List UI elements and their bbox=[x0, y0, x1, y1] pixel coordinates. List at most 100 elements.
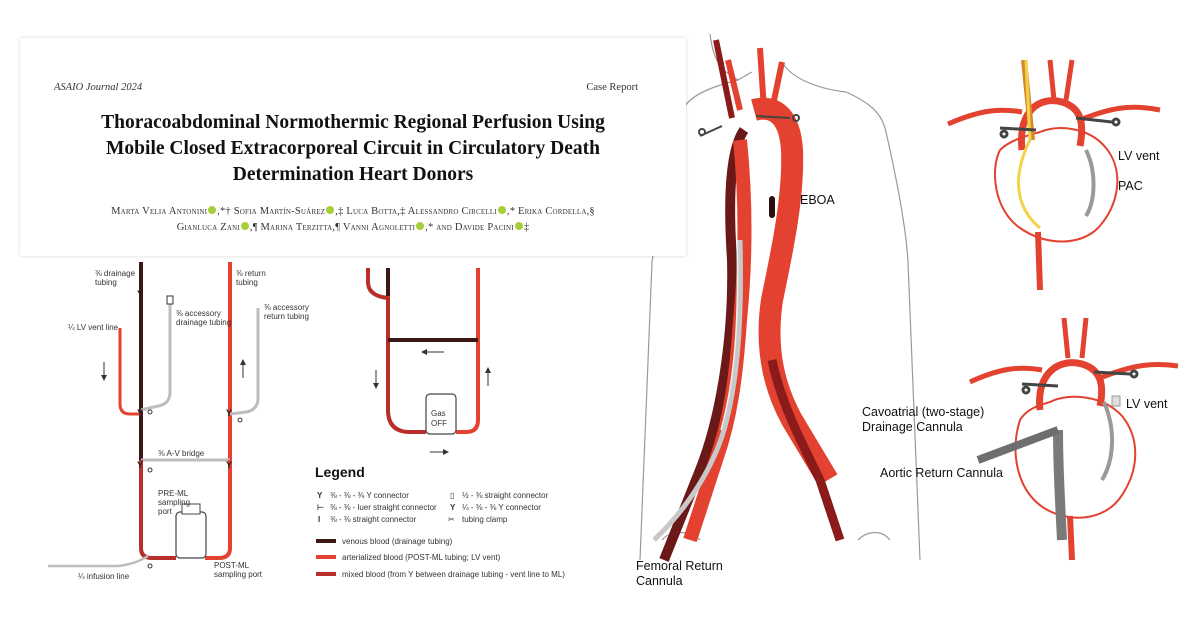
legend-symbol: I bbox=[318, 515, 320, 524]
lv-vent-cannula bbox=[1100, 401, 1114, 482]
drainage-side bbox=[366, 268, 426, 434]
paper-header: ASAIO Journal 2024 Case Report Thoracoab… bbox=[20, 38, 686, 256]
great-vessels bbox=[968, 317, 1179, 385]
author-text: ,¶ Marina Terzitta,¶ Vanni Agnoletti bbox=[249, 222, 416, 233]
oxygenator bbox=[175, 511, 207, 559]
body-outline bbox=[639, 33, 921, 561]
aortic-return-label: Aortic Return Cannula bbox=[880, 466, 1003, 480]
cavoatrial-cannula bbox=[1053, 429, 1067, 541]
lv-vent-tip bbox=[1111, 395, 1121, 407]
tubing-clamp bbox=[147, 563, 153, 569]
orcid-icon[interactable] bbox=[416, 222, 425, 230]
orcid-icon[interactable] bbox=[514, 222, 523, 230]
orcid-icon[interactable] bbox=[326, 206, 335, 214]
aorta-left-trunk bbox=[659, 127, 749, 562]
accessory-return-tubing bbox=[229, 308, 260, 416]
label-lv-vent: ¼ LV vent line bbox=[68, 323, 119, 332]
legend-symbol: Y bbox=[317, 491, 323, 500]
label-av-bridge: ⅜ A-V bridge bbox=[158, 449, 205, 458]
legend-item: ⅜ - ⅜ - ⅜ Y connector bbox=[330, 491, 409, 500]
clamps bbox=[147, 409, 243, 569]
infusion-line bbox=[48, 554, 149, 568]
oxygenator-top bbox=[181, 503, 201, 515]
label-accessory-drainage: ⅜ accessory bbox=[176, 309, 221, 318]
tubing-clamp bbox=[147, 467, 153, 473]
author-text: Marta Velia Antonini bbox=[111, 206, 208, 217]
author-text: ,* and Davide Pacini bbox=[425, 222, 514, 233]
label-pre-ml: sampling bbox=[158, 498, 190, 507]
closed-circuit-diagram: Gas OFF bbox=[366, 268, 491, 455]
label-drainage: tubing bbox=[95, 278, 117, 287]
legend-symbol: ✂ bbox=[448, 515, 455, 524]
eboa-label: EBOA bbox=[800, 193, 835, 207]
cavoatrial-label: Drainage Cannula bbox=[862, 420, 963, 434]
pac-label: PAC bbox=[1118, 179, 1143, 193]
legend-symbol: ▯ bbox=[450, 491, 454, 500]
label-return: ⅜ return bbox=[236, 269, 266, 278]
paper-title-line: Determination Heart Donors bbox=[232, 164, 474, 185]
femoral-return-label: Femoral Return bbox=[636, 559, 723, 573]
author-line: Gianluca Zani ,¶ Marina Terzitta,¶ Vanni … bbox=[50, 220, 656, 236]
heart-bottom-illustration: LV vent Cavoatrial (two-stage) Drainage … bbox=[862, 317, 1179, 561]
paper-type: Case Report bbox=[586, 82, 638, 93]
y-connector: Y bbox=[137, 460, 143, 470]
orcid-icon[interactable] bbox=[497, 206, 506, 214]
legend-item: tubing clamp bbox=[462, 515, 508, 524]
post-ml-tubing bbox=[205, 460, 232, 560]
legend-line-label: venous blood (drainage tubing) bbox=[342, 537, 453, 546]
legend-item: ⅜ - ⅜ straight connector bbox=[330, 515, 417, 524]
aortic-return-cannula bbox=[976, 426, 1060, 464]
gas-label: OFF bbox=[431, 419, 447, 428]
author-text: ,‡ Luca Botta,‡ Alessandro Circelli bbox=[335, 206, 497, 217]
legend-symbol: Y bbox=[450, 503, 456, 512]
legend-line-label: mixed blood (from Y between drainage tub… bbox=[342, 570, 565, 579]
aortic-arch bbox=[1018, 97, 1086, 151]
legend-item: ⅜ - ⅜ - luer straight connector bbox=[330, 503, 437, 512]
author-text: ‡ bbox=[523, 222, 530, 233]
pac-catheter bbox=[1017, 59, 1041, 230]
eboa-balloon bbox=[769, 196, 775, 218]
lv-vent-line bbox=[118, 328, 141, 416]
femoral-return-label: Cannula bbox=[636, 574, 683, 588]
label-post-ml: sampling port bbox=[214, 570, 263, 579]
legend: Legend Y ⅜ - ⅜ - ⅜ Y connector ⊢ ⅜ - ⅜ -… bbox=[315, 464, 565, 579]
orcid-icon[interactable] bbox=[240, 222, 249, 230]
clamp-icon bbox=[1021, 369, 1139, 395]
clamp-icon bbox=[698, 114, 800, 137]
author-text: ,*† Sofia Martín-Suárez bbox=[217, 206, 326, 217]
legend-symbol: ⊢ bbox=[317, 502, 324, 512]
label-pre-ml: PRE-ML bbox=[158, 489, 189, 498]
lv-vent-label: LV vent bbox=[1118, 149, 1160, 163]
neck-vessel-dark bbox=[713, 39, 735, 119]
lv-vent-label: LV vent bbox=[1126, 397, 1168, 411]
clamp-icon bbox=[999, 116, 1121, 139]
author-line: Marta Velia Antonini ,*† Sofia Martín-Suá… bbox=[50, 204, 656, 220]
heart-top-illustration: LV vent PAC bbox=[946, 59, 1161, 291]
lv-vent-cannula bbox=[1084, 149, 1096, 218]
label-post-ml: POST-ML bbox=[214, 561, 250, 570]
connectors: Y Y Y Y Y bbox=[137, 289, 232, 470]
circuit-diagram: Y Y Y Y Y ⅜ drainage tubing ⅜ return tub… bbox=[48, 262, 309, 581]
label-pre-ml: port bbox=[158, 507, 173, 516]
cavoatrial-label: Cavoatrial (two-stage) bbox=[862, 405, 984, 419]
great-vessels bbox=[946, 59, 1161, 127]
accessory-drainage-tubing bbox=[140, 302, 172, 412]
y-connector: Y bbox=[226, 460, 232, 470]
author-list: Marta Velia Antonini ,*† Sofia Martín-Suá… bbox=[50, 204, 656, 236]
femoral-cannula bbox=[652, 239, 743, 542]
y-connector: Y bbox=[137, 289, 143, 299]
heart-outline bbox=[1014, 395, 1137, 519]
author-text: Gianluca Zani bbox=[176, 222, 240, 233]
author-text: ,* Erika Cordella,§ bbox=[506, 206, 595, 217]
label-accessory-return: return tubing bbox=[264, 312, 309, 321]
return-side bbox=[456, 268, 480, 434]
y-connector: Y bbox=[226, 408, 232, 418]
neck-vessels bbox=[725, 47, 785, 111]
tubing-clamp bbox=[237, 417, 243, 423]
orcid-icon[interactable] bbox=[208, 206, 217, 214]
oxygenator-2 bbox=[425, 393, 457, 435]
accessory-drainage-connector bbox=[166, 295, 174, 305]
label-accessory-drainage: drainage tubing bbox=[176, 318, 231, 327]
paper-title-line: Thoracoabdominal Normothermic Regional P… bbox=[101, 112, 605, 133]
